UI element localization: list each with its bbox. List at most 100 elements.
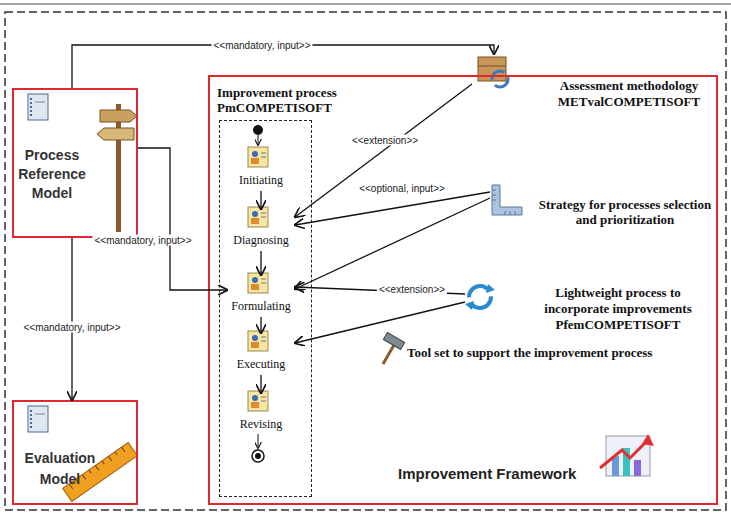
connector <box>138 148 227 290</box>
connector <box>260 317 261 333</box>
model-box: Process Reference Model <box>12 88 138 238</box>
node-text: Formulating <box>221 299 301 313</box>
ruler-square-icon <box>492 185 522 215</box>
activity-icon <box>261 217 266 218</box>
node-text: Improvement process PmCOMPETISOFT <box>217 85 367 115</box>
chart-icon <box>600 440 648 468</box>
activity-icon <box>252 211 258 217</box>
activity-node: Assessment methodology METvalCOMPETISOFT <box>472 54 712 114</box>
notebook-icon <box>35 414 45 415</box>
connector <box>295 84 472 217</box>
activity-icon <box>248 391 268 411</box>
model-box: Evaluation Model <box>12 400 138 505</box>
activity-icon <box>251 218 259 224</box>
activity-node: Strategy for processes selection and pri… <box>490 184 715 226</box>
activity-node: Formulating <box>227 275 295 317</box>
notebook-icon <box>35 102 45 103</box>
connector <box>295 302 465 343</box>
activity-icon <box>261 283 266 284</box>
signpost-icon <box>97 104 137 232</box>
connector <box>260 251 261 275</box>
notebook-icon <box>30 98 32 116</box>
node-text: Revising <box>221 417 301 431</box>
node-text: Diagnosing <box>221 233 301 247</box>
node-text: Process Reference Model <box>12 146 92 203</box>
edge-label: <<optional, input>> <box>357 183 447 194</box>
signpost-icon <box>100 110 137 122</box>
end-circle <box>252 450 264 462</box>
activity-icon <box>252 335 258 341</box>
ruler-square-icon <box>492 190 515 215</box>
node-text: Evaluation Model <box>20 448 100 490</box>
hammer-icon <box>383 333 405 364</box>
connector <box>260 191 261 209</box>
node-text: Tool set to support the improvement proc… <box>407 345 707 360</box>
notebook-icon <box>28 406 48 432</box>
notebook-icon <box>28 94 48 120</box>
edge-label: <<extension>> <box>377 284 447 295</box>
ruler-square-icon <box>492 185 522 215</box>
activity-icon <box>248 391 268 411</box>
activity-node: Initiating <box>227 149 295 191</box>
activity-icon <box>261 337 266 338</box>
flow-arrow <box>258 135 259 145</box>
activity-icon <box>261 213 266 214</box>
flow-arrow <box>258 434 259 448</box>
activity-icon <box>261 157 266 158</box>
activity-icon <box>252 395 258 401</box>
signpost-icon <box>97 128 134 140</box>
activity-icon <box>261 279 266 280</box>
activity-icon <box>252 277 258 283</box>
connector <box>72 45 494 88</box>
cycle-icon <box>486 284 495 293</box>
chart-icon <box>600 434 654 476</box>
activity-icon <box>261 153 266 154</box>
outer-dashed-frame <box>5 12 726 510</box>
activity-icon <box>248 207 268 227</box>
activity-icon <box>248 331 268 351</box>
node-text: Assessment methodology METvalCOMPETISOFT <box>546 78 712 110</box>
flow-arrow <box>258 434 259 448</box>
node-text: Executing <box>221 357 301 371</box>
activity-node: Revising <box>227 393 295 435</box>
edge-label: <<extension>> <box>350 135 420 146</box>
connector <box>295 198 490 289</box>
assessment-icon <box>492 71 508 87</box>
chart-icon <box>634 460 641 476</box>
edge-label: <<mandatory, input>> <box>21 322 122 333</box>
end-circle <box>255 453 261 459</box>
node-text: Improvement Framework <box>398 465 623 483</box>
activity-icon <box>251 158 259 164</box>
notebook-icon <box>30 410 32 428</box>
top-rule <box>0 4 731 5</box>
activity-icon <box>261 397 266 398</box>
node-text: Lightweight process to incorporate impro… <box>532 285 704 333</box>
activity-icon <box>248 273 268 293</box>
activity-node: Diagnosing <box>227 209 295 251</box>
connector <box>71 238 72 400</box>
node-text: Initiating <box>221 173 301 187</box>
connector <box>260 375 261 393</box>
model-box: Improvement Framework Improvement process… <box>208 75 718 505</box>
cycle-icon <box>465 301 474 310</box>
activity-icon <box>248 331 268 351</box>
assessment-icon <box>478 57 508 87</box>
hammer-icon <box>383 345 394 364</box>
start-dot <box>253 125 263 135</box>
activity-icon <box>251 342 259 348</box>
cycle-icon <box>465 284 495 310</box>
top-rule <box>0 3 731 5</box>
node-text: Strategy for processes selection and pri… <box>537 197 713 227</box>
process-box: Improvement process PmCOMPETISOFTInitiat… <box>219 120 312 497</box>
connector <box>295 192 490 225</box>
edge-label: <<mandatory, input>> <box>211 40 312 51</box>
activity-icon <box>248 147 268 167</box>
outer-dashed-frame <box>5 12 726 510</box>
activity-icon <box>248 147 268 167</box>
hammer-icon <box>383 333 404 350</box>
activity-node: Executing <box>227 333 295 375</box>
activity-icon <box>252 151 258 157</box>
